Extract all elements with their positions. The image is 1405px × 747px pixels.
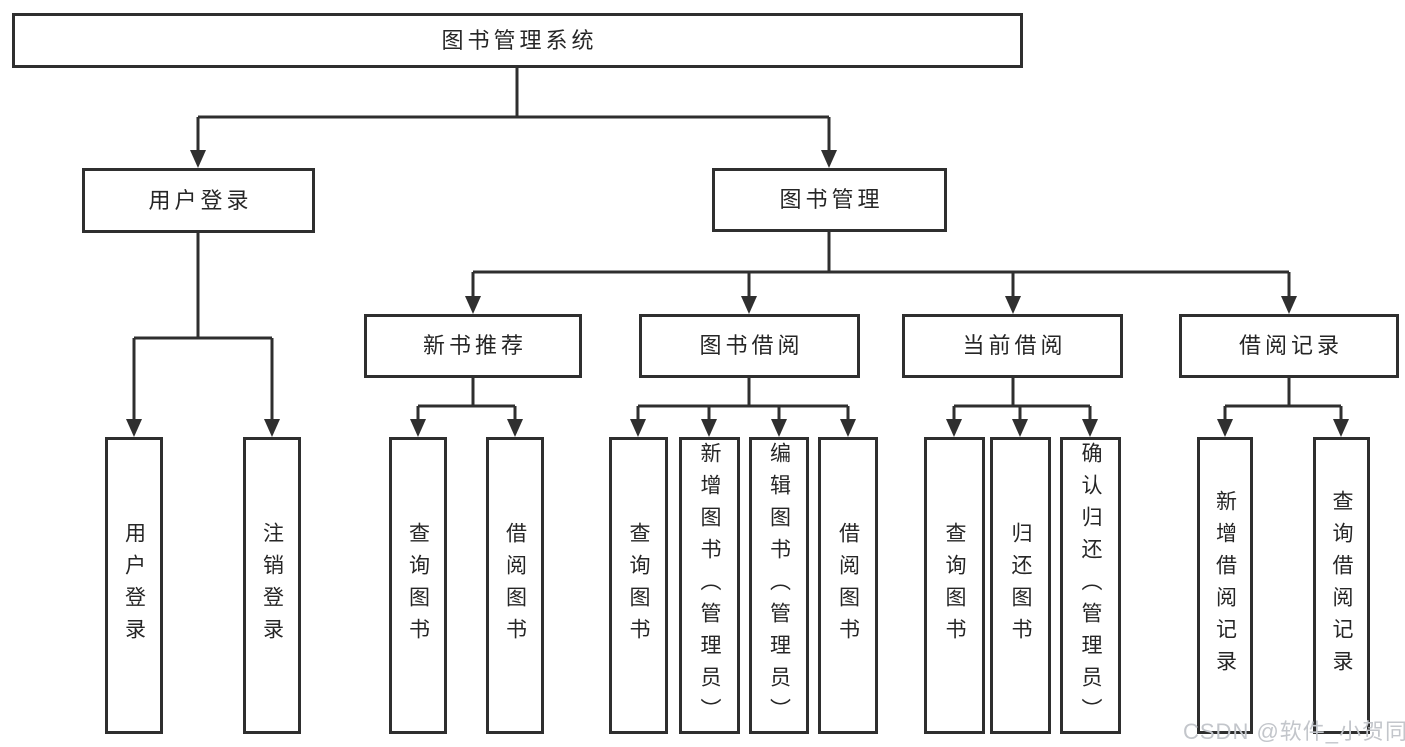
- leaf-current-query-label: 查询图书: [943, 521, 966, 650]
- node-current-borrowing: 当前借阅: [902, 314, 1123, 378]
- connector-root-to-level2: [196, 68, 831, 151]
- leaf-logout: 注销登录: [243, 437, 301, 734]
- leaf-borrow-query: 查询图书: [609, 437, 668, 734]
- leaf-record-query: 查询借阅记录: [1313, 437, 1370, 734]
- watermark: CSDN @软件_小贺同学: [1183, 719, 1405, 744]
- node-root-label: 图书管理系统: [441, 27, 598, 53]
- leaf-record-add-label: 新增借阅记录: [1213, 489, 1237, 682]
- leaf-borrow-borrow-label: 借阅图书: [836, 521, 860, 650]
- leaf-current-return-label: 归还图书: [1009, 521, 1032, 650]
- connector-new-book-children: [416, 378, 517, 420]
- leaf-newbook-query-label: 查询图书: [406, 521, 430, 650]
- leaf-newbook-query: 查询图书: [389, 437, 447, 734]
- arrow-down-icons-level3: [465, 296, 1297, 314]
- leaf-current-query: 查询图书: [924, 437, 985, 734]
- node-new-book-recommend: 新书推荐: [364, 314, 582, 378]
- connector-user-login-children: [132, 233, 274, 420]
- node-borrow-records-label: 借阅记录: [1238, 333, 1343, 358]
- arrow-down-icons-user-login: [126, 419, 280, 437]
- node-book-borrowing-label: 图书借阅: [699, 333, 804, 358]
- connector-book-mgmt-children: [471, 232, 1291, 297]
- node-user-login: 用户登录: [82, 168, 315, 233]
- leaf-borrow-edit-admin: 编辑图书（管理员）: [749, 437, 809, 734]
- leaf-current-confirm-admin-label: 确认归还（管理员）: [1079, 441, 1102, 730]
- leaf-borrow-query-label: 查询图书: [627, 521, 650, 650]
- leaf-borrow-add-admin: 新增图书（管理员）: [679, 437, 740, 734]
- leaf-borrow-edit-admin-label: 编辑图书（管理员）: [767, 441, 791, 730]
- connector-current-borrow-children: [952, 378, 1092, 420]
- leaf-borrow-add-admin-label: 新增图书（管理员）: [698, 441, 721, 730]
- leaf-logout-label: 注销登录: [260, 521, 284, 650]
- node-borrow-records: 借阅记录: [1179, 314, 1399, 378]
- leaf-newbook-borrow: 借阅图书: [486, 437, 544, 734]
- leaf-user-login: 用户登录: [105, 437, 163, 734]
- arrow-down-icons-new-book: [410, 419, 523, 437]
- connector-borrow-record-children: [1223, 378, 1343, 420]
- node-user-login-label: 用户登录: [148, 187, 253, 213]
- node-root: 图书管理系统: [12, 13, 1023, 68]
- leaf-borrow-borrow: 借阅图书: [818, 437, 878, 734]
- connector-book-borrow-children: [636, 378, 850, 420]
- arrow-down-icons-level2: [190, 150, 837, 168]
- leaf-record-add: 新增借阅记录: [1197, 437, 1253, 734]
- leaf-current-return: 归还图书: [990, 437, 1051, 734]
- leaf-record-query-label: 查询借阅记录: [1330, 489, 1353, 682]
- node-book-management-label: 图书管理: [779, 187, 884, 212]
- leaf-newbook-borrow-label: 借阅图书: [503, 521, 527, 650]
- leaf-user-login-label: 用户登录: [122, 521, 146, 650]
- node-current-borrowing-label: 当前借阅: [962, 333, 1067, 358]
- arrow-down-icons-borrow-record: [1217, 419, 1349, 437]
- node-book-management: 图书管理: [712, 168, 947, 232]
- node-book-borrowing: 图书借阅: [639, 314, 860, 378]
- leaf-current-confirm-admin: 确认归还（管理员）: [1060, 437, 1121, 734]
- arrow-down-icons-book-borrow: [630, 419, 856, 437]
- node-new-book-recommend-label: 新书推荐: [422, 333, 527, 358]
- arrow-down-icons-current-borrow: [946, 419, 1098, 437]
